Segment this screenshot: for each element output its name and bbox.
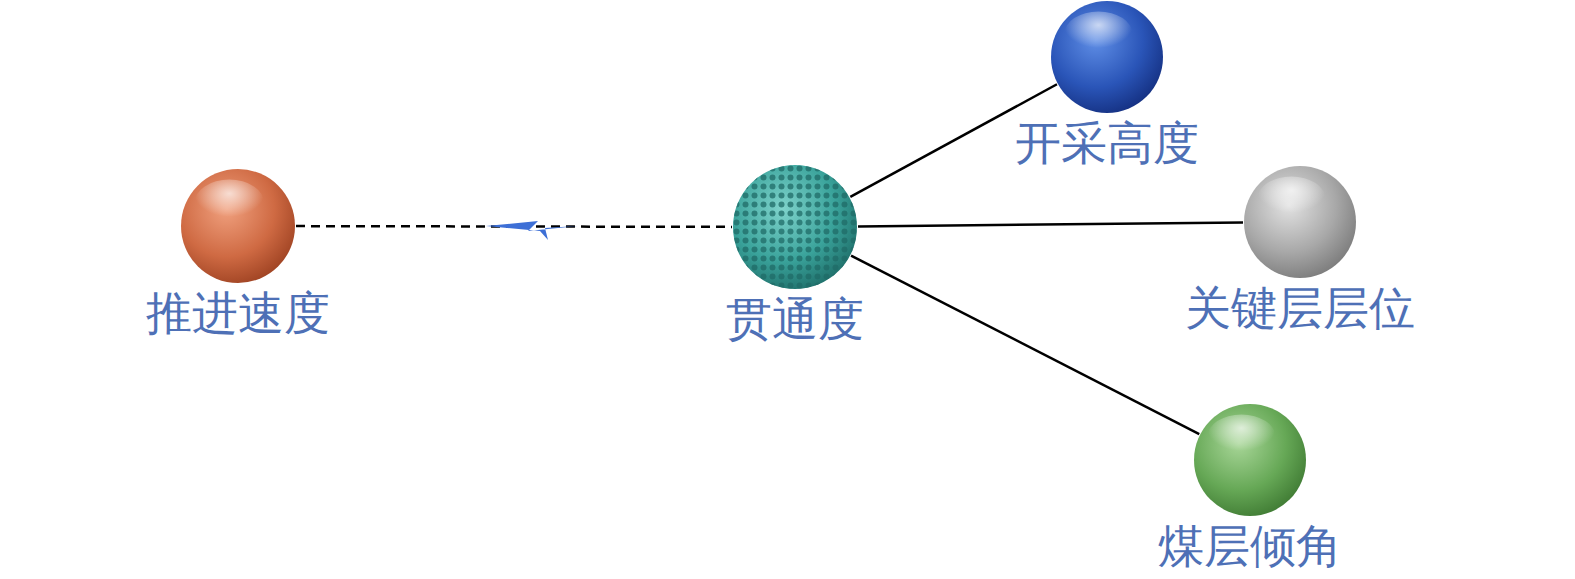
node-label: 煤层倾角 xyxy=(1158,519,1342,574)
node-label: 开采高度 xyxy=(1015,116,1199,171)
sphere xyxy=(1193,403,1307,517)
sphere-node: 开采高度 xyxy=(957,0,1257,171)
sphere-node: 关键层层位 xyxy=(1150,165,1450,336)
node-label: 推进速度 xyxy=(146,286,330,341)
node-label: 关键层层位 xyxy=(1185,281,1415,336)
sphere-node: 贯通度 xyxy=(645,164,945,347)
connector-line xyxy=(858,223,1243,227)
sphere xyxy=(1050,0,1164,114)
sphere xyxy=(180,168,296,284)
node-label: 贯通度 xyxy=(726,292,864,347)
sphere xyxy=(1243,165,1357,279)
lightning-symbol xyxy=(486,221,578,240)
sphere-node: 推进速度 xyxy=(88,168,388,341)
sphere-node: 煤层倾角 xyxy=(1100,403,1400,574)
connector-line xyxy=(851,256,1199,434)
sphere xyxy=(732,164,858,290)
